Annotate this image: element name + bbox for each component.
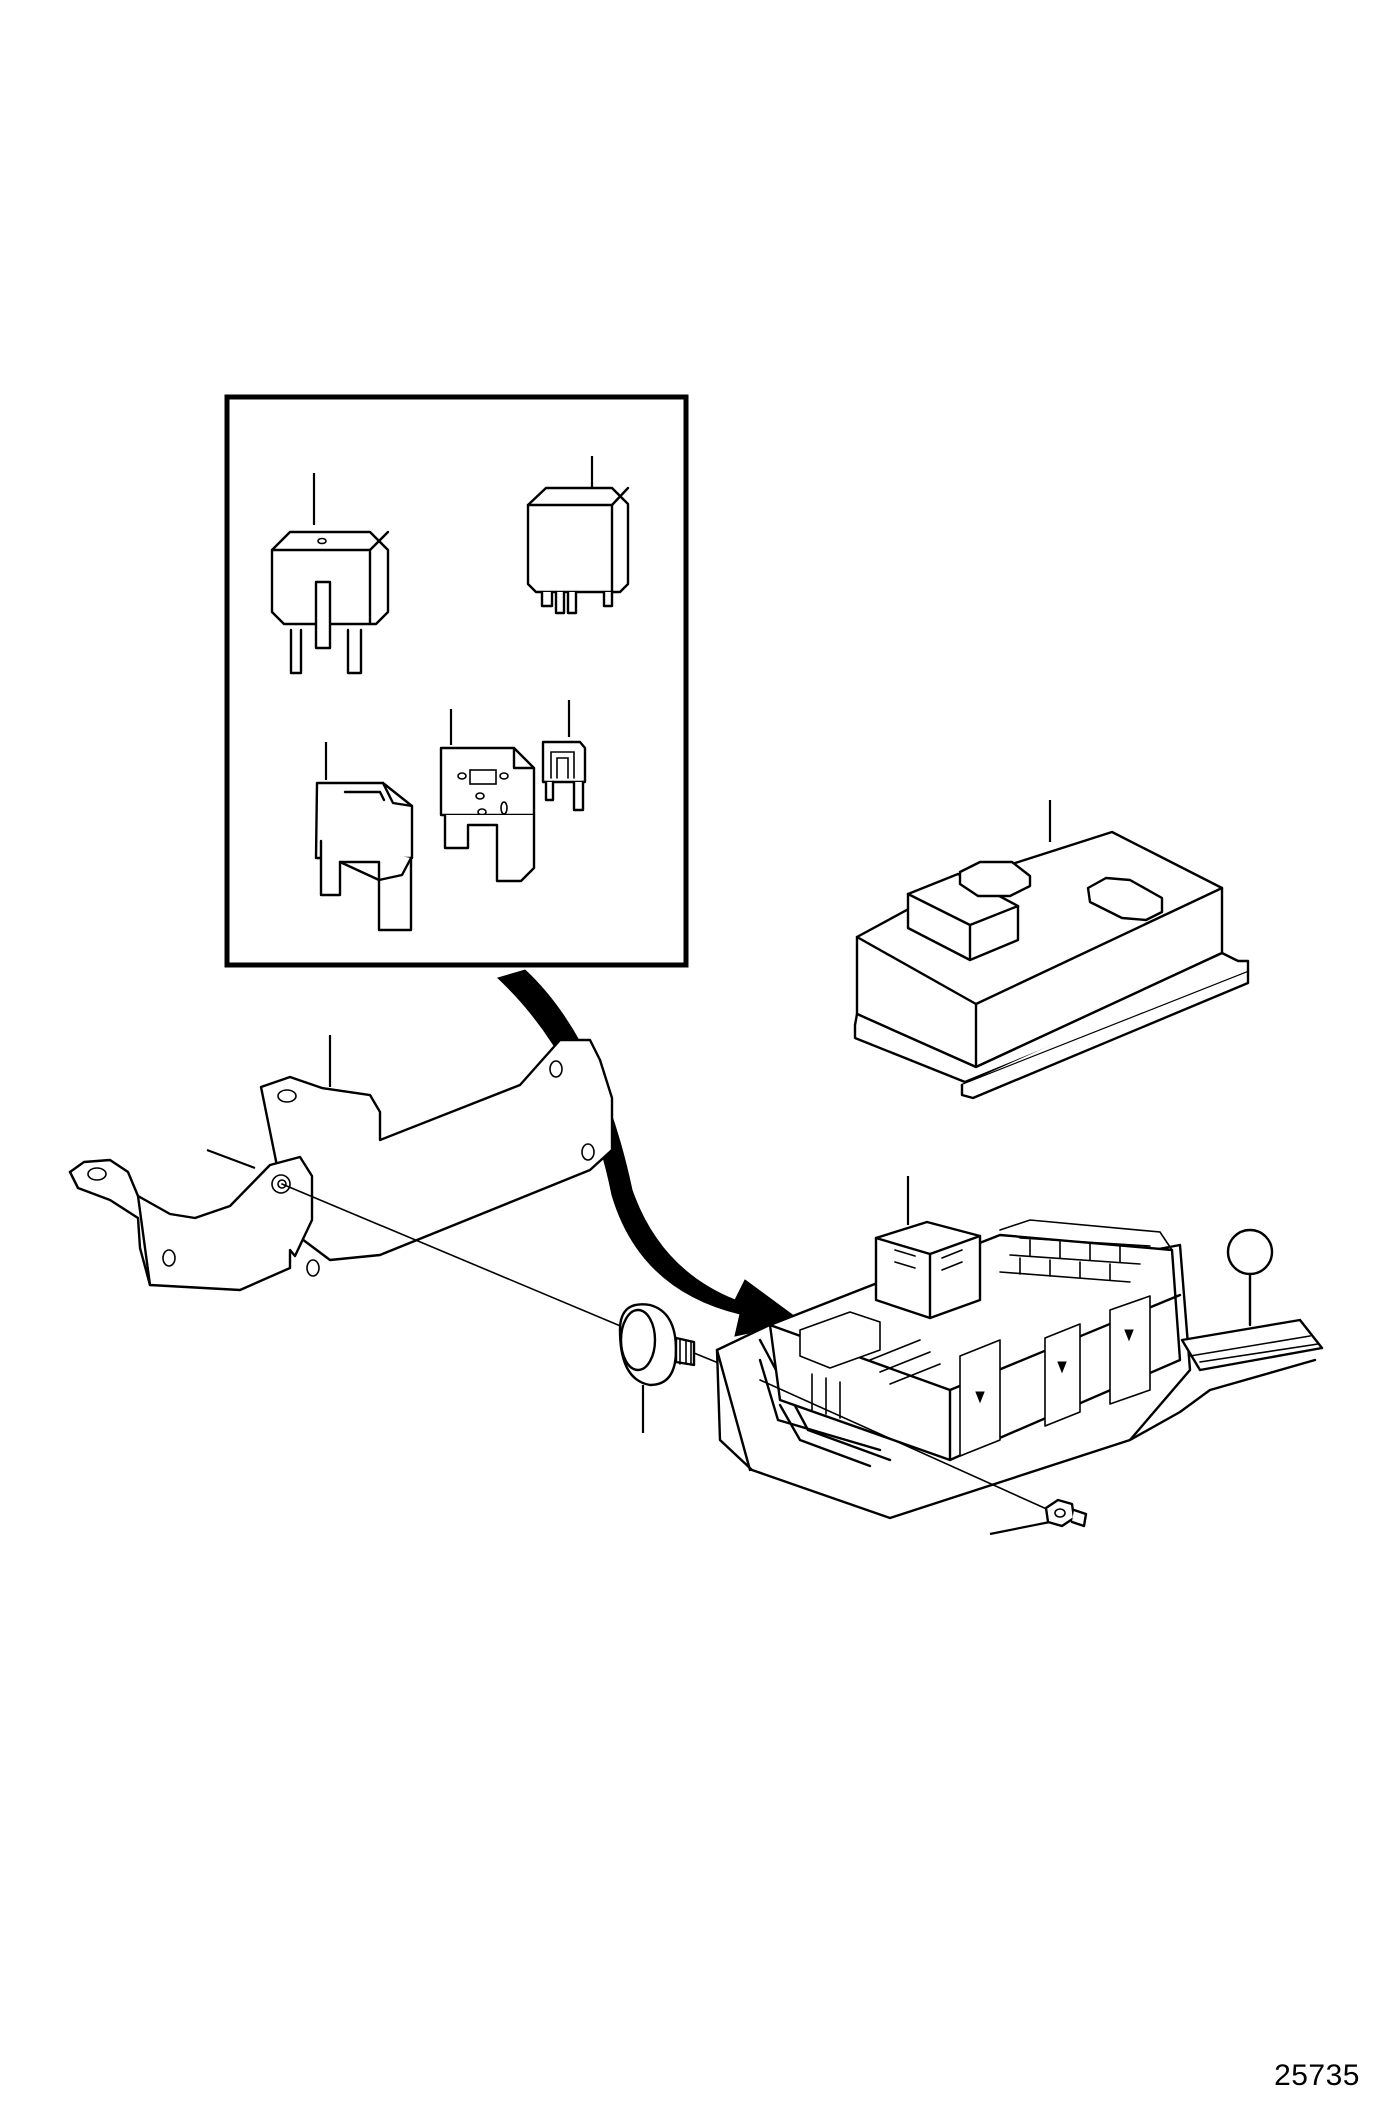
rubber-mount-icon: [618, 1303, 761, 1433]
fuse-icon: [439, 709, 536, 883]
nut-icon: [989, 1498, 1088, 1536]
inset-frame: [224, 394, 689, 968]
relay-icon: [270, 473, 390, 675]
mini-fuse-icon: [541, 700, 587, 812]
mounting-bracket-icon: [68, 1035, 631, 1331]
pin-head-icon: [1226, 1228, 1274, 1327]
maxi-fuse-icon: [314, 742, 414, 932]
micro-relay-icon: [526, 456, 630, 615]
fuse-relay-box-icon: [715, 1176, 1324, 1520]
fuse-box-cover-icon: [853, 800, 1250, 1100]
figure-number: 25735: [1274, 2059, 1360, 2092]
